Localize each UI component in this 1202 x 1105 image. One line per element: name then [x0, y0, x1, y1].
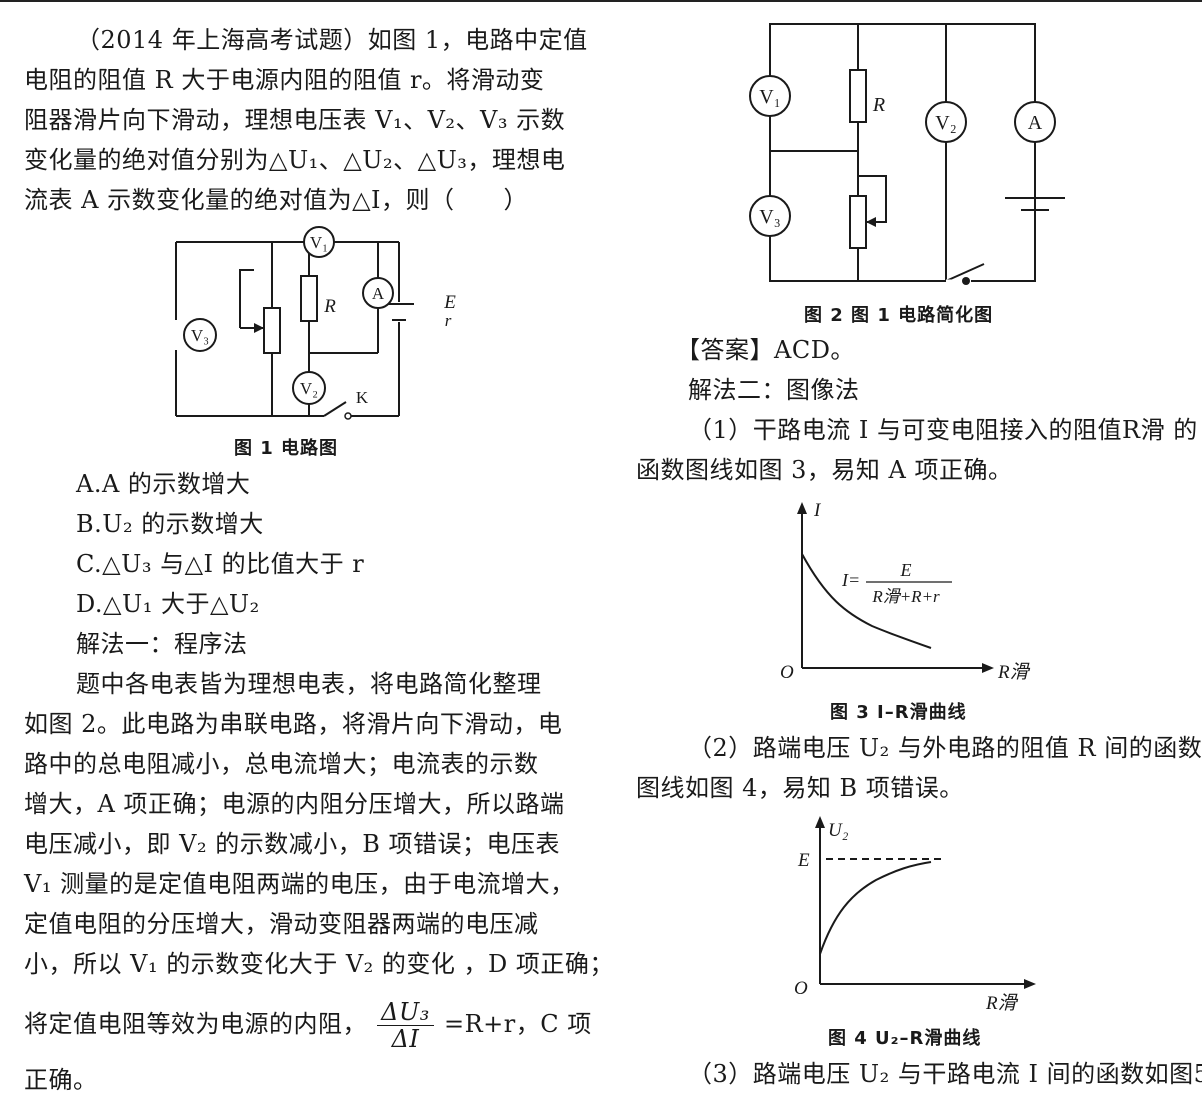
problem-line-5: 流表 A 示数变化量的绝对值为△I，则（ ）	[24, 186, 529, 214]
method-1-line-2: 如图 2。此电路为串联电路，将滑片向下滑动，电	[24, 710, 563, 738]
fig3-y-label: I	[813, 500, 822, 521]
problem-line-4: 变化量的绝对值分别为△U₁、△U₂、△U₃，理想电	[24, 146, 566, 174]
fig4-x-label: R滑	[985, 993, 1019, 1014]
fig3-eq-den: R滑+R+r	[871, 587, 940, 606]
fig3-eq-lhs: I=	[841, 570, 860, 590]
fig1-v1-label: V₁	[310, 233, 328, 252]
option-a: A.A 的示数增大	[76, 470, 251, 498]
method-1-line-6: V₁ 测量的是定值电阻两端的电压，由于电流增大，	[24, 870, 575, 898]
fig1-rint-label: r	[445, 311, 452, 330]
fraction-numerator: ΔU₃	[377, 999, 434, 1026]
fig3-origin-label: O	[780, 662, 794, 683]
figure-3-graph: I R滑 O I= E R滑+R+r	[780, 500, 1031, 683]
fig1-ammeter-label: A	[372, 284, 385, 303]
formula-prefix: 将定值电阻等效为电源的内阻，	[24, 1010, 367, 1038]
method-1-line-1: 题中各电表皆为理想电表，将电路简化整理	[76, 670, 542, 698]
method-1-line-5: 电压减小，即 V₂ 的示数减小，B 项错误；电压表	[24, 830, 560, 858]
option-d: D.△U₁ 大于△U₂	[76, 590, 260, 618]
fig2-ammeter-label: A	[1028, 112, 1043, 134]
method-1-line-4: 增大，A 项正确；电源的内阻分压增大，所以路端	[24, 790, 565, 818]
fig4-origin-label: O	[794, 978, 808, 999]
item-3-line: （3）路端电压 U₂ 与干路电流 I 间的函数如图5，	[688, 1060, 1202, 1088]
method-1-line-8: 小，所以 V₁ 的示数变化大于 V₂ 的变化 ，D 项正确；	[24, 950, 614, 978]
fig2-v2-label: V₂	[935, 112, 956, 134]
fig3-x-label: R滑	[997, 662, 1031, 683]
fig1-k-label: K	[356, 388, 369, 407]
item-2-line-1: （2）路端电压 U₂ 与外电路的阻值 R 间的函数	[688, 734, 1202, 762]
fig1-v3-label: V₃	[191, 326, 209, 345]
fig1-v2-label: V₂	[300, 379, 318, 398]
formula-suffix: =R+r，C 项	[443, 1010, 592, 1038]
method-1-line-7: 定值电阻的分压增大，滑动变阻器两端的电压减	[24, 910, 539, 938]
fraction-du3-di: ΔU₃ ΔI	[377, 999, 434, 1052]
fig1-r-label: R	[323, 296, 336, 317]
fig3-eq-num: E	[900, 560, 912, 580]
fig2-r-label: R	[872, 94, 885, 116]
problem-line-2: 电阻的阻值 R 大于电源内阻的阻值 r。将滑动变	[24, 66, 545, 94]
fig4-y-label: U₂	[828, 820, 849, 841]
figure-4-graph: U₂ R滑 O E	[794, 816, 1036, 1014]
method-1-last-line: 正确。	[24, 1066, 98, 1094]
fig1-e-label: E	[443, 292, 456, 313]
method-1-title: 解法一：程序法	[76, 630, 248, 658]
figure-1-circuit: V₁ V₃ A V₂ R E r K	[175, 226, 456, 420]
figure-1-caption: 图 1 电路图	[234, 438, 339, 459]
item-1-line-2: 函数图线如图 3，易知 A 项正确。	[636, 456, 1013, 484]
fraction-denominator: ΔI	[391, 1025, 420, 1053]
figure-4-caption: 图 4 U₂–R滑曲线	[828, 1028, 982, 1049]
method-1-line-3: 路中的总电阻减小，总电流增大；电流表的示数	[24, 750, 539, 778]
item-2-line-2: 图线如图 4，易知 B 项错误。	[636, 774, 964, 802]
problem-line-1: （2014 年上海高考试题）如图 1，电路中定值	[76, 26, 588, 54]
fig4-asymptote-label: E	[797, 850, 810, 871]
formula-line: 将定值电阻等效为电源的内阻， ΔU₃ ΔI =R+r，C 项	[24, 996, 592, 1052]
item-1-line-1: （1）干路电流 I 与可变电阻接入的阻值R滑 的	[688, 416, 1198, 444]
method-2-title: 解法二：图像法	[688, 376, 860, 404]
figure-2-circuit: V₁ V₃ V₂ A R	[749, 23, 1065, 285]
fig2-v1-label: V₁	[759, 86, 780, 108]
figure-3-caption: 图 3 I–R滑曲线	[830, 702, 967, 723]
answer-line: 【答案】ACD。	[676, 336, 855, 364]
fig2-v3-label: V₃	[759, 206, 780, 228]
figure-2-caption: 图 2 图 1 电路简化图	[804, 305, 994, 326]
option-c: C.△U₃ 与△I 的比值大于 r	[76, 550, 365, 578]
option-b: B.U₂ 的示数增大	[76, 510, 264, 538]
top-rule	[0, 0, 1202, 2]
problem-line-3: 阻器滑片向下滑动，理想电压表 V₁、V₂、V₃ 示数	[24, 106, 566, 134]
